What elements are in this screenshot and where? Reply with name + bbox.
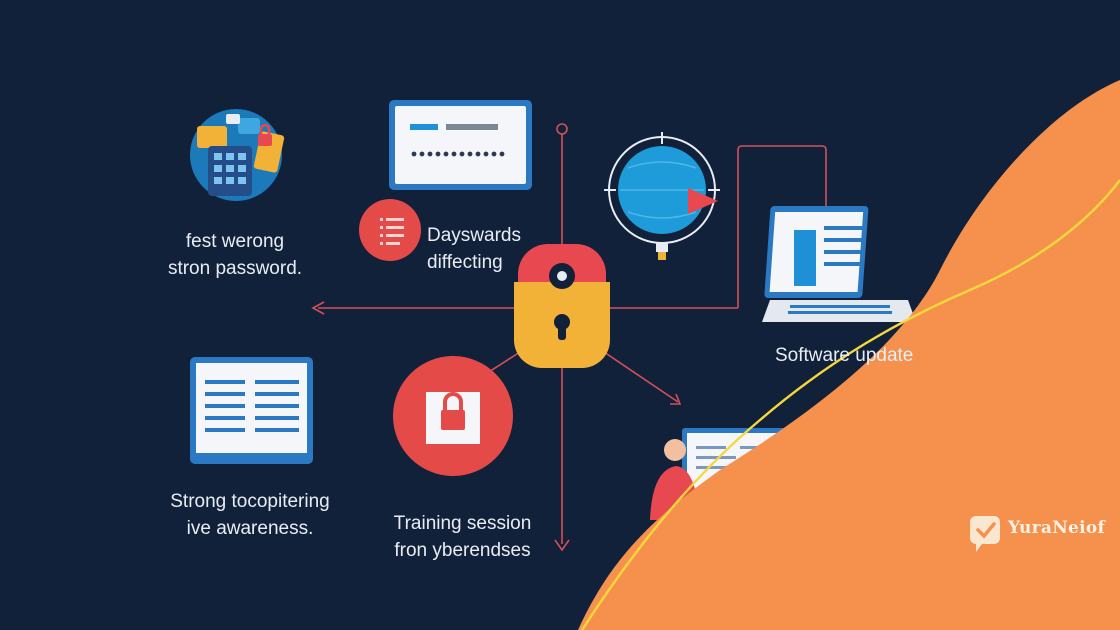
- connector-diagonal-arrow: [670, 393, 682, 405]
- label-awareness: Strong tocopitering ive awareness.: [150, 488, 350, 542]
- orange-wave: [578, 80, 1120, 630]
- label-line: diffecting: [427, 252, 503, 273]
- label-line: fron yberendses: [394, 540, 531, 561]
- label-line: fest werong: [185, 231, 285, 252]
- label-line: ive awareness.: [186, 518, 314, 539]
- connector-left-arrow: [311, 301, 325, 315]
- connector-bottom-arrow: [554, 539, 570, 552]
- padlock-icon: [514, 244, 610, 368]
- label-software-update: Software update: [775, 342, 913, 369]
- label-dayswards: Dayswards diffecting: [427, 222, 521, 276]
- check-chat-icon: [970, 516, 1000, 552]
- laptop-icon: [762, 206, 916, 322]
- label-line: Dayswards: [427, 225, 521, 246]
- document-list-icon: [359, 199, 421, 261]
- globe-icon: [604, 132, 720, 260]
- yellow-curve: [580, 179, 1120, 630]
- connector-software-route: [737, 145, 827, 308]
- brand-logo: YuraNeiof: [968, 518, 1105, 538]
- brand-name: YuraNeiof: [1008, 518, 1106, 538]
- label-line: Training session: [393, 513, 532, 534]
- label-line: stron password.: [167, 258, 303, 279]
- label-strong-password: fest werong stron password.: [140, 228, 330, 282]
- connector-diagonal-down: [603, 351, 679, 403]
- connector-top-node: [556, 123, 568, 135]
- label-line: Software update: [775, 345, 914, 366]
- label-line: Strong tocopitering: [170, 491, 330, 512]
- monitor-icon: [190, 357, 313, 464]
- security-devices-icon: [190, 109, 285, 201]
- password-field-icon: [389, 100, 532, 190]
- label-training-session: Training session fron yberendses: [385, 510, 540, 564]
- lock-badge-icon: [393, 356, 513, 476]
